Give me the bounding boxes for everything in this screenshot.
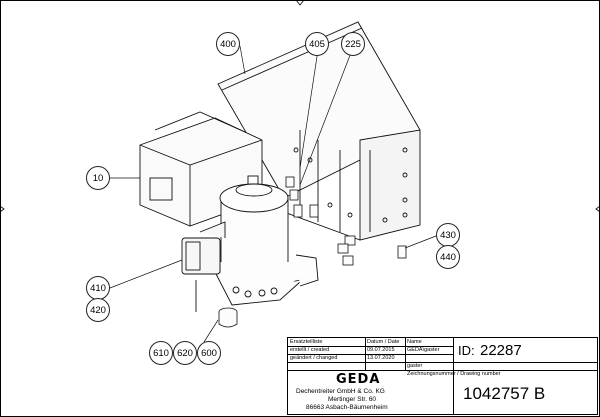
company-street: Mertinger Str. 60 xyxy=(328,396,377,403)
motor-unit-410 xyxy=(181,221,226,312)
id-value: 22287 xyxy=(480,342,522,359)
callout-405: 405 xyxy=(305,32,329,56)
created-name: GEDA\gaster xyxy=(407,347,440,353)
created-label: erstellt / created xyxy=(290,347,330,353)
changed-date: 13.07.2020 xyxy=(367,355,395,361)
changed-name: gaster xyxy=(407,363,423,369)
callout-10: 10 xyxy=(86,166,110,190)
drawing-number-label: Zeichnungsnummer / Drawing number xyxy=(407,371,501,377)
changed-label: geändert / changed xyxy=(290,355,338,361)
company-name: Dechentreiter GmbH & Co. KG xyxy=(296,388,385,395)
pump-reservoir xyxy=(214,175,319,306)
name-header: Name xyxy=(407,339,422,345)
leader-lines xyxy=(109,45,437,343)
callout-600: 600 xyxy=(197,341,221,365)
callout-410: 410 xyxy=(86,276,110,300)
drawing-number: 1042757 B xyxy=(463,384,546,403)
callout-420: 420 xyxy=(86,298,110,322)
created-date: 09.07.2015 xyxy=(367,347,395,353)
title-block: Ersatzteilliste Datum / Date Name erstel… xyxy=(287,337,598,415)
callout-440: 440 xyxy=(436,245,460,269)
callout-225: 225 xyxy=(341,32,365,56)
callout-620: 620 xyxy=(173,341,197,365)
geda-logo: GEDA xyxy=(336,372,381,387)
fittings xyxy=(218,176,407,328)
ersatzteilliste-label: Ersatzteilliste xyxy=(290,339,323,345)
callout-610: 610 xyxy=(149,341,173,365)
date-header: Datum / Date xyxy=(367,339,400,345)
callout-400: 400 xyxy=(216,32,240,56)
company-city: 86663 Asbach-Bäumenheim xyxy=(306,404,388,411)
callout-430: 430 xyxy=(436,223,460,247)
id-label: ID: xyxy=(458,343,475,358)
